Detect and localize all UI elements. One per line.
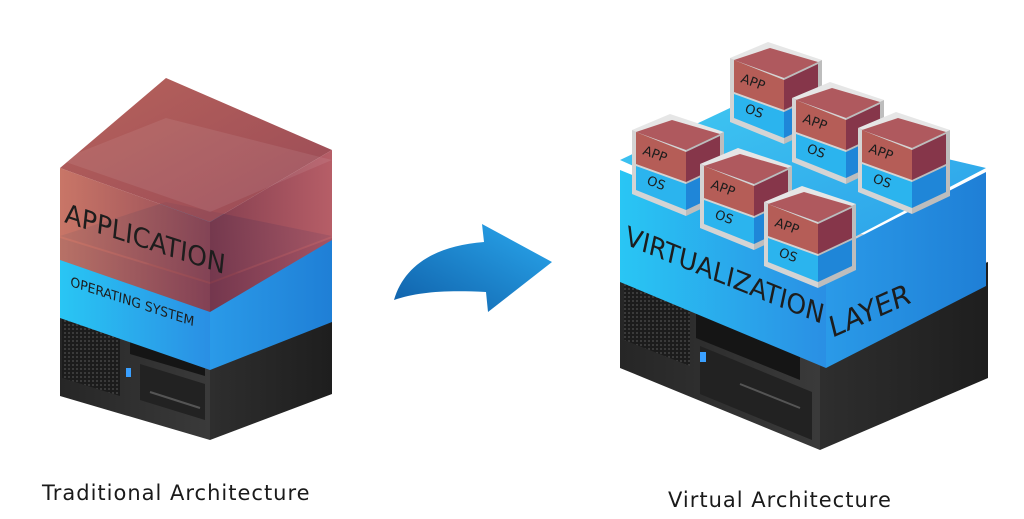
traditional-caption: Traditional Architecture — [42, 481, 311, 505]
transition-arrow — [394, 224, 552, 312]
vm-os-label: OS — [777, 246, 799, 266]
vm-os-label: OS — [805, 142, 827, 162]
vm-os-label: OS — [871, 172, 893, 192]
vm-os-label: OS — [645, 174, 667, 194]
traditional-application-layer — [60, 78, 332, 312]
traditional-stack: APPLICATION OPERATING SYSTEM — [60, 78, 332, 440]
virtual-caption: Virtual Architecture — [668, 488, 892, 512]
vm-os-label: OS — [713, 208, 735, 228]
vm-os-label: OS — [743, 102, 765, 122]
